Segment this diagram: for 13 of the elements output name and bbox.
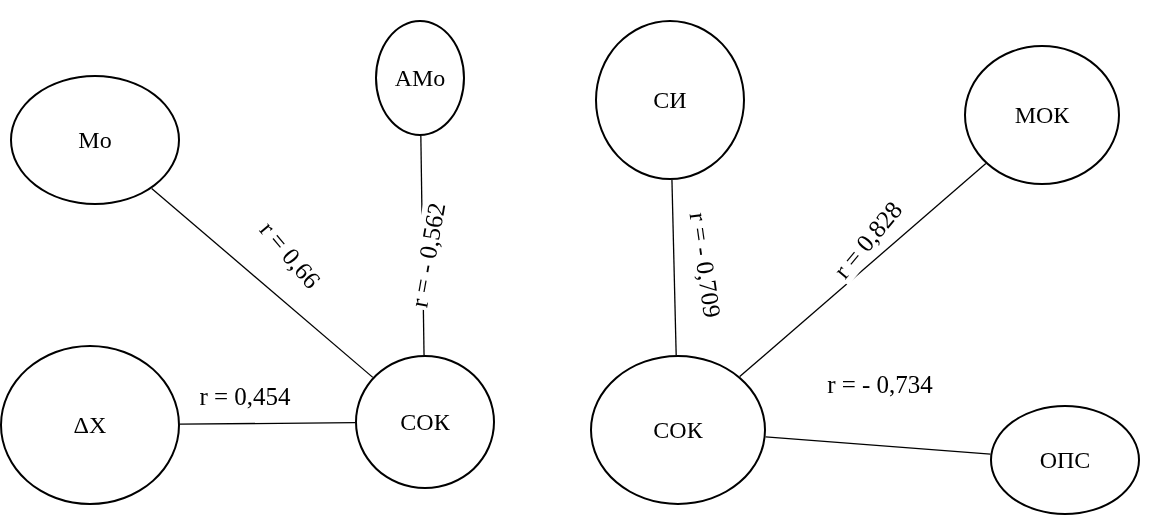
connector-line [671, 179, 677, 356]
connector-line [179, 422, 356, 425]
node-label: МОК [1014, 101, 1070, 129]
node-label: ΔX [73, 411, 107, 439]
node-label: AMo [394, 64, 446, 92]
node-label: Mo [78, 126, 112, 154]
node-label: СОК [400, 408, 450, 436]
node-label: СОК [653, 416, 703, 444]
node-label: ОПС [1039, 446, 1091, 474]
connector-line [765, 436, 992, 455]
connector-line [151, 187, 374, 379]
connector-line [739, 162, 987, 378]
node-label: СИ [653, 86, 687, 114]
